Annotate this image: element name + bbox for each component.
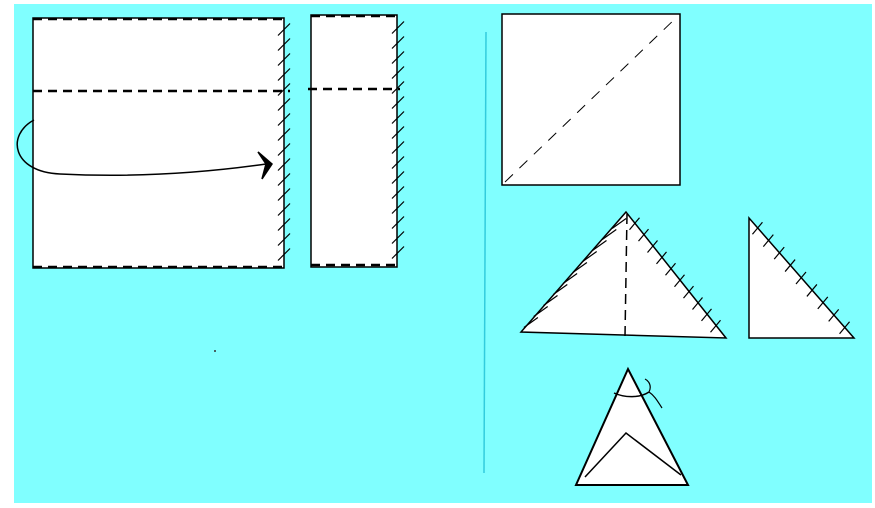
fabric-square xyxy=(33,18,284,268)
step-fabric-square xyxy=(17,18,290,268)
stray-dot xyxy=(214,350,216,352)
step-square-with-diagonal xyxy=(502,14,680,185)
folded-strip xyxy=(311,15,397,267)
step-folded-strip xyxy=(308,15,404,267)
